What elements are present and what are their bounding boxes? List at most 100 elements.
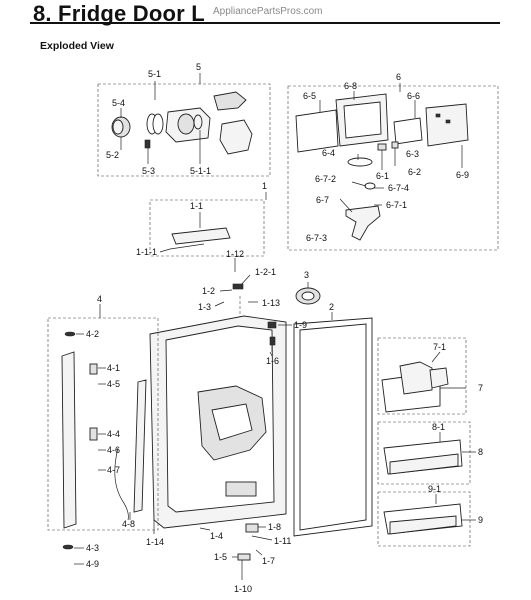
callout-2: 2 bbox=[329, 302, 334, 312]
callout-5-1: 5-1 bbox=[148, 69, 161, 79]
callout-6-3: 6-3 bbox=[406, 149, 419, 159]
callout-4: 4 bbox=[97, 294, 102, 304]
assembly-6-box bbox=[287, 85, 499, 251]
callout-1-13: 1-13 bbox=[262, 298, 280, 308]
part-6-1 bbox=[377, 143, 387, 151]
part-1-9 bbox=[267, 321, 277, 329]
part-4-1 bbox=[89, 363, 98, 375]
callout-1-8: 1-8 bbox=[268, 522, 281, 532]
callout-6-7-2: 6-7-2 bbox=[315, 174, 336, 184]
page-title: 8. Fridge Door L bbox=[33, 1, 205, 26]
callout-5-1-1: 5-1-1 bbox=[190, 166, 211, 176]
callout-6-8: 6-8 bbox=[344, 81, 357, 91]
callout-4-8: 4-8 bbox=[122, 519, 135, 529]
exploded-view-subtitle: Exploded View bbox=[40, 40, 114, 52]
callout-4-5: 4-5 bbox=[107, 379, 120, 389]
callout-5-4: 5-4 bbox=[112, 98, 125, 108]
callout-1-1-1: 1-1-1 bbox=[136, 247, 157, 257]
assembly-5 bbox=[97, 73, 271, 177]
watermark: AppliancePartsPros.com bbox=[213, 6, 323, 17]
callout-8-1: 8-1 bbox=[432, 422, 445, 432]
part-6-5 bbox=[295, 109, 339, 153]
bin-7-box bbox=[377, 337, 467, 415]
callout-9: 9 bbox=[478, 515, 483, 525]
callout-6-2: 6-2 bbox=[408, 167, 421, 177]
gasket-2 bbox=[293, 312, 373, 537]
callout-4-7: 4-7 bbox=[107, 465, 120, 475]
callout-1-4: 1-4 bbox=[210, 531, 223, 541]
callout-1-10: 1-10 bbox=[234, 584, 252, 594]
callout-7: 7 bbox=[478, 383, 483, 393]
callout-1-5: 1-5 bbox=[214, 552, 227, 562]
callout-6-9: 6-9 bbox=[456, 170, 469, 180]
callout-4-4: 4-4 bbox=[107, 429, 120, 439]
callout-3: 3 bbox=[304, 270, 309, 280]
part-5-housing bbox=[219, 119, 253, 155]
callout-1: 1 bbox=[262, 181, 267, 191]
assembly-4 bbox=[47, 304, 159, 565]
callout-1-1: 1-1 bbox=[190, 201, 203, 211]
door-body bbox=[149, 315, 292, 580]
callout-4-3: 4-3 bbox=[86, 543, 99, 553]
callout-8: 8 bbox=[478, 447, 483, 457]
part-7-1 bbox=[399, 361, 433, 395]
callout-1-2: 1-2 bbox=[202, 286, 215, 296]
part-4-8 bbox=[133, 379, 147, 513]
callout-labels: 5 5-1 5-4 5-2 5-3 5-1-1 6 6-8 6-5 6-6 6-… bbox=[86, 62, 483, 594]
part-1-8 bbox=[245, 523, 259, 533]
part-4-3 bbox=[62, 544, 74, 550]
assembly-1-top bbox=[149, 192, 267, 322]
bin-7 bbox=[377, 337, 467, 415]
part-1-1 bbox=[171, 227, 231, 245]
callout-6-7: 6-7 bbox=[316, 195, 329, 205]
callout-1-12: 1-12 bbox=[226, 249, 244, 259]
bin-8 bbox=[377, 421, 476, 485]
part-6-4 bbox=[347, 157, 373, 167]
part-6-7-3 bbox=[345, 205, 381, 241]
part-6-2 bbox=[391, 141, 399, 149]
callout-9-1: 9-1 bbox=[428, 484, 441, 494]
callout-5-2: 5-2 bbox=[106, 150, 119, 160]
assembly-5-box bbox=[97, 83, 271, 177]
part-5-cover bbox=[213, 91, 247, 111]
part-6-7-2 bbox=[364, 182, 376, 190]
callout-4-6: 4-6 bbox=[107, 445, 120, 455]
part-6-9 bbox=[425, 103, 469, 147]
part-8-1 bbox=[389, 453, 459, 475]
callout-1-11: 1-11 bbox=[274, 536, 291, 546]
part-4-4 bbox=[89, 427, 98, 441]
part-4-2 bbox=[64, 331, 76, 337]
callout-6-7-1: 6-7-1 bbox=[386, 200, 407, 210]
callout-5: 5 bbox=[196, 62, 201, 72]
callout-6-5: 6-5 bbox=[303, 91, 316, 101]
callout-1-6: 1-6 bbox=[266, 356, 279, 366]
part-1-6 bbox=[269, 336, 276, 346]
callout-4-9: 4-9 bbox=[86, 559, 99, 569]
assembly-1-box bbox=[149, 199, 265, 257]
callout-6-1: 6-1 bbox=[376, 171, 389, 181]
bin-8-box bbox=[377, 421, 471, 485]
callout-6-4: 6-4 bbox=[322, 148, 335, 158]
callout-1-2-1: 1-2-1 bbox=[255, 267, 276, 277]
part-1-2-1 bbox=[232, 283, 244, 290]
callout-4-2: 4-2 bbox=[86, 329, 99, 339]
callout-4-1: 4-1 bbox=[107, 363, 120, 373]
callout-6-7-3: 6-7-3 bbox=[306, 233, 327, 243]
callout-1-9: 1-9 bbox=[294, 320, 307, 330]
header-rule bbox=[30, 22, 500, 24]
bin-9-box bbox=[377, 491, 471, 547]
door-lower-vent bbox=[225, 481, 257, 497]
part-1-5 bbox=[237, 553, 251, 561]
assembly-4-box bbox=[47, 317, 159, 531]
callout-1-14: 1-14 bbox=[146, 537, 164, 547]
callout-6-7-4: 6-7-4 bbox=[388, 183, 409, 193]
part-9-1 bbox=[389, 515, 457, 535]
callout-7-1: 7-1 bbox=[433, 342, 446, 352]
callout-6-6: 6-6 bbox=[407, 91, 420, 101]
callout-1-3: 1-3 bbox=[198, 302, 211, 312]
callout-5-3: 5-3 bbox=[142, 166, 155, 176]
part-6-6 bbox=[393, 117, 423, 145]
bin-9 bbox=[377, 491, 476, 547]
